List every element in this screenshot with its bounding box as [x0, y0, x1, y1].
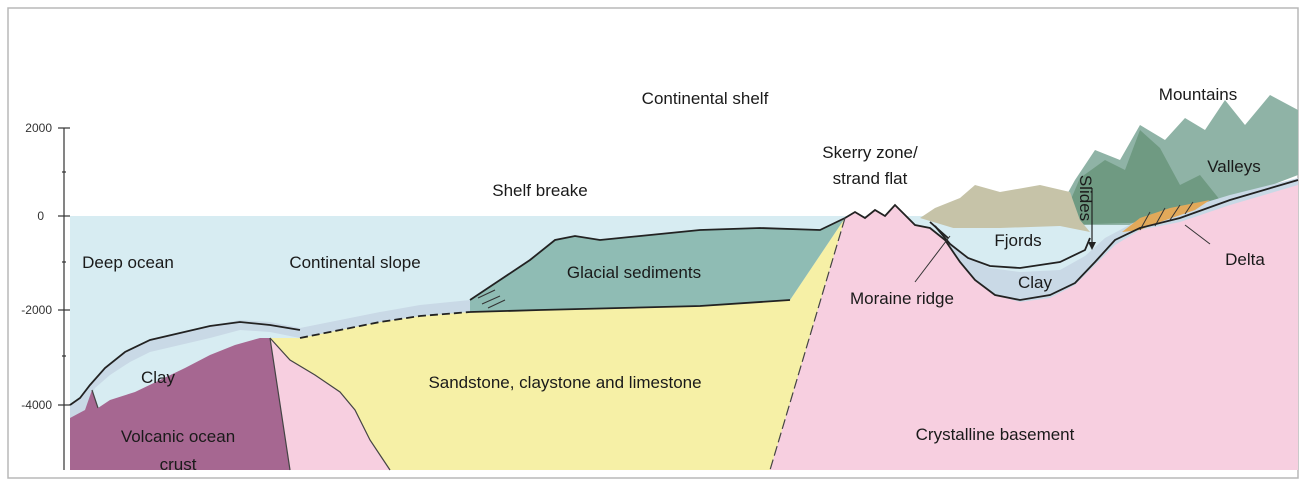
label-glacial-sediments: Glacial sediments — [567, 263, 701, 282]
label-volcanic-1: Volcanic ocean — [121, 427, 235, 446]
label-continental-shelf: Continental shelf — [642, 89, 769, 108]
tick-label-minus4000: -4000 — [21, 398, 52, 412]
label-moraine-ridge: Moraine ridge — [850, 289, 954, 308]
label-skerry-zone-2: strand flat — [833, 169, 908, 188]
label-continental-slope: Continental slope — [289, 253, 420, 272]
tick-label-0: 0 — [37, 209, 44, 223]
label-shelf-breake: Shelf breake — [492, 181, 587, 200]
label-clay-ocean: Clay — [141, 368, 176, 387]
label-volcanic-2: crust — [160, 455, 197, 474]
label-clay-fjord: Clay — [1018, 273, 1053, 292]
label-slides: Slides — [1076, 175, 1095, 221]
label-fjords: Fjords — [994, 231, 1041, 250]
label-valleys: Valleys — [1207, 157, 1261, 176]
label-mountains: Mountains — [1159, 85, 1237, 104]
label-skerry-zone-1: Skerry zone/ — [822, 143, 918, 162]
tick-label-minus2000: -2000 — [21, 303, 52, 317]
label-sandstone: Sandstone, claystone and limestone — [428, 373, 701, 392]
label-delta: Delta — [1225, 250, 1265, 269]
tick-label-2000: 2000 — [25, 121, 52, 135]
label-deep-ocean: Deep ocean — [82, 253, 174, 272]
label-crystalline: Crystalline basement — [916, 425, 1075, 444]
